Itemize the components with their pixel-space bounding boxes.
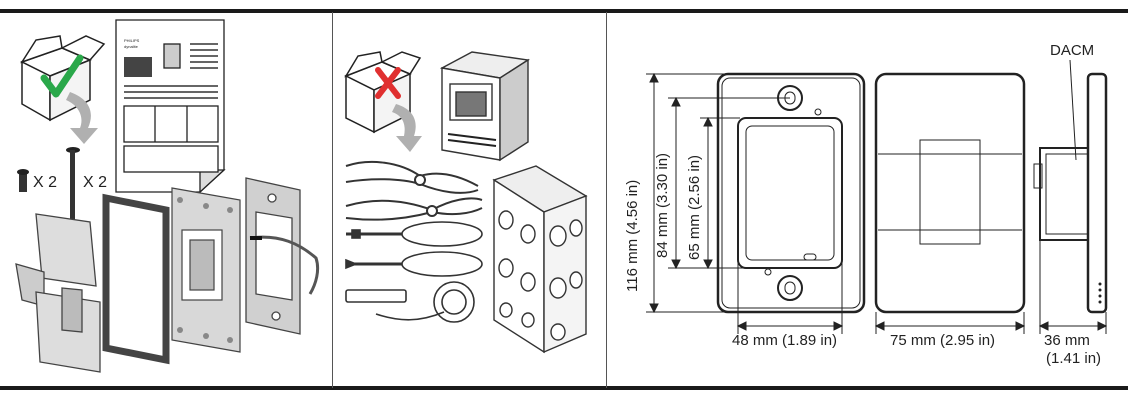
dimension-width-plate: 48 mm (1.89 in)	[732, 332, 838, 349]
dimension-depth-in: (1.41 in)	[1046, 350, 1102, 367]
pliers-icon	[345, 160, 479, 194]
top-rule	[0, 9, 1128, 13]
divider-right	[606, 12, 607, 388]
dimension-lines	[646, 72, 1108, 334]
cover-plate-front	[874, 72, 1026, 314]
screw-small-icon	[17, 169, 29, 192]
dimension-width-cover: 75 mm (2.95 in)	[890, 332, 996, 349]
screwdriver-phillips-icon	[345, 251, 483, 277]
dacm-leader-line	[1069, 59, 1077, 161]
dimension-height-inner: 65 mm (2.56 in)	[686, 154, 703, 260]
device-label-dacm: DACM	[1050, 42, 1095, 59]
cross-mark-icon	[375, 67, 401, 99]
dimension-height-outer: 116 mm (4.56 in)	[624, 179, 641, 292]
cable-stripper-icon	[345, 281, 475, 323]
dali-module-icon	[439, 51, 530, 162]
dimension-depth-mm: 36 mm	[1044, 332, 1090, 349]
junction-box-icon	[492, 165, 588, 354]
wall-plate-icon	[245, 177, 301, 335]
bottom-rule	[0, 386, 1128, 390]
screw-quantity: X 2	[33, 174, 58, 191]
anchor-quantity: X 2	[83, 174, 108, 191]
brochure-icon	[115, 19, 226, 194]
cover-plates-icon	[15, 213, 101, 373]
wire-stripper-icon	[345, 197, 483, 221]
mounting-plate-front	[716, 72, 866, 314]
check-mark-icon	[40, 54, 84, 98]
dimension-height-mid: 84 mm (3.30 in)	[654, 152, 671, 258]
mounting-bracket-icon	[171, 187, 241, 353]
device-side-view	[1033, 72, 1108, 314]
screwdriver-flat-icon	[346, 221, 483, 247]
brochure-brand-line2: dynalite	[124, 44, 138, 49]
brochure-brand-line1: PHILIPS	[124, 38, 140, 43]
wire-icon	[249, 235, 320, 295]
bezel-frame-icon	[102, 193, 170, 365]
divider-left	[332, 12, 333, 388]
arrow-down-icon-2	[392, 104, 422, 152]
arrow-down-icon	[66, 92, 98, 144]
